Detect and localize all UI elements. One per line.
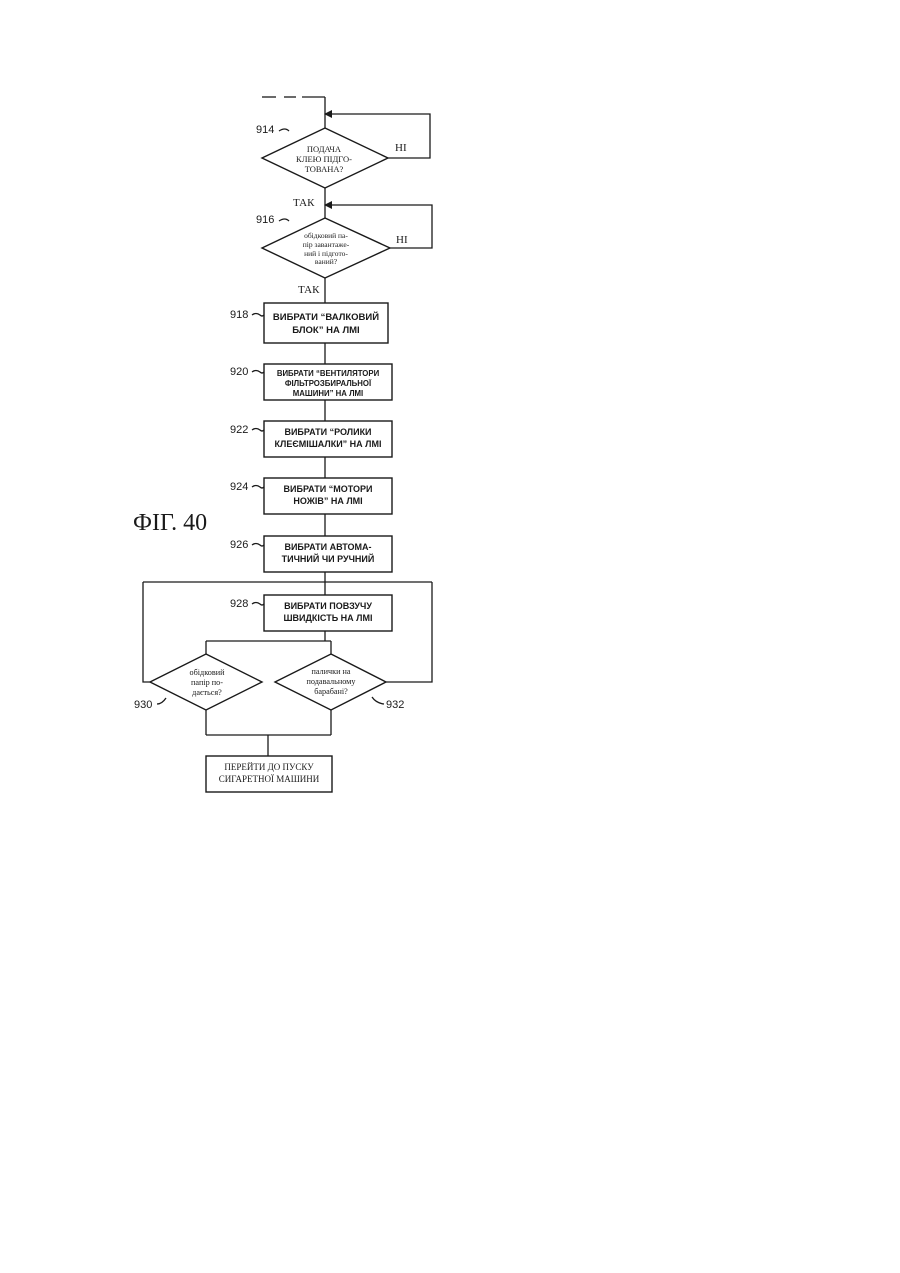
decision-932: палички на подавальному барабані? — [275, 654, 386, 710]
figure-label: ФІГ. 40 — [133, 510, 207, 536]
process-926-line-2: ТИЧНИЙ ЧИ РУЧНИЙ — [282, 553, 375, 564]
decision-916-line-4: ваний? — [315, 257, 338, 266]
ref-916-leader — [279, 219, 289, 221]
process-926: ВИБРАТИ АВТОМА- ТИЧНИЙ ЧИ РУЧНИЙ — [264, 536, 392, 572]
ref-918-leader — [252, 314, 264, 317]
process-920-line-2: ФІЛЬТРОЗБИРАЛЬНОЇ — [285, 379, 372, 388]
process-918-line-1: ВИБРАТИ “ВАЛКОВИЙ — [273, 311, 379, 323]
ref-930: 930 — [134, 699, 152, 711]
process-928-line-1: ВИБРАТИ ПОВЗУЧУ — [284, 601, 372, 611]
process-922-line-2: КЛЕЄМІШАЛКИ” НА ЛМІ — [275, 439, 382, 449]
ref-926: 926 — [230, 539, 248, 551]
label-yes-914: ТАК — [293, 197, 315, 209]
process-918-line-2: БЛОК” НА ЛМІ — [292, 325, 359, 336]
process-end-line-1: ПЕРЕЙТИ ДО ПУСКУ — [224, 762, 314, 772]
decision-932-line-3: барабані? — [314, 687, 348, 696]
label-no-916: НІ — [396, 234, 408, 246]
decision-932-line-2: подавальному — [307, 677, 357, 686]
ref-920-leader — [252, 371, 264, 374]
ref-928-leader — [252, 603, 264, 606]
process-end: ПЕРЕЙТИ ДО ПУСКУ СИГАРЕТНОЇ МАШИНИ — [206, 756, 332, 792]
process-924-line-1: ВИБРАТИ “МОТОРИ — [284, 484, 373, 494]
decision-930-line-1: обідковий — [190, 668, 226, 677]
decision-930-line-2: папір по- — [191, 678, 223, 687]
process-920-line-3: МАШИНИ” НА ЛМІ — [293, 389, 363, 398]
label-yes-916: ТАК — [298, 284, 320, 296]
ref-922: 922 — [230, 424, 248, 436]
process-end-line-2: СИГАРЕТНОЇ МАШИНИ — [219, 774, 320, 784]
decision-916-line-1: обідковий па- — [304, 231, 348, 240]
loop-930-no — [143, 582, 150, 682]
decision-914-line-1: ПОДАЧА — [307, 144, 342, 154]
decision-930: обідковий папір по- дається? — [150, 654, 262, 710]
ref-932-leader — [372, 697, 384, 704]
ref-920: 920 — [230, 366, 248, 378]
ref-930-leader — [157, 698, 166, 704]
ref-928: 928 — [230, 598, 248, 610]
process-928: ВИБРАТИ ПОВЗУЧУ ШВИДКІСТЬ НА ЛМІ — [264, 595, 392, 631]
process-924-line-2: НОЖІВ” НА ЛМІ — [293, 496, 362, 506]
decision-916-line-2: пір завантаже- — [303, 240, 350, 249]
ref-924: 924 — [230, 481, 248, 493]
decision-914-line-3: ТОВАНА? — [305, 164, 344, 174]
ref-926-leader — [252, 544, 264, 547]
process-920-line-1: ВИБРАТИ “ВЕНТИЛЯТОРИ — [277, 369, 380, 378]
decision-932-line-1: палички на — [311, 667, 350, 676]
decision-914-line-2: КЛЕЮ ПІДГО- — [296, 154, 352, 164]
decision-916: обідковий па- пір завантаже- ний і підго… — [262, 218, 390, 278]
ref-924-leader — [252, 486, 264, 489]
process-926-line-1: ВИБРАТИ АВТОМА- — [284, 542, 371, 552]
process-924: ВИБРАТИ “МОТОРИ НОЖІВ” НА ЛМІ — [264, 478, 392, 514]
process-920: ВИБРАТИ “ВЕНТИЛЯТОРИ ФІЛЬТРОЗБИРАЛЬНОЇ М… — [264, 364, 392, 400]
ref-914: 914 — [256, 124, 274, 136]
loop-932-no — [386, 582, 432, 682]
ref-916: 916 — [256, 214, 274, 226]
label-no-914: НІ — [395, 142, 407, 154]
ref-914-leader — [279, 129, 289, 131]
process-922: ВИБРАТИ “РОЛИКИ КЛЕЄМІШАЛКИ” НА ЛМІ — [264, 421, 392, 457]
ref-918: 918 — [230, 309, 248, 321]
process-918: ВИБРАТИ “ВАЛКОВИЙ БЛОК” НА ЛМІ — [264, 303, 388, 343]
decision-930-line-3: дається? — [192, 688, 222, 697]
decision-914: ПОДАЧА КЛЕЮ ПІДГО- ТОВАНА? — [262, 128, 388, 188]
ref-922-leader — [252, 429, 264, 432]
process-922-line-1: ВИБРАТИ “РОЛИКИ — [284, 427, 371, 437]
ref-932: 932 — [386, 699, 404, 711]
process-928-line-2: ШВИДКІСТЬ НА ЛМІ — [284, 613, 373, 623]
